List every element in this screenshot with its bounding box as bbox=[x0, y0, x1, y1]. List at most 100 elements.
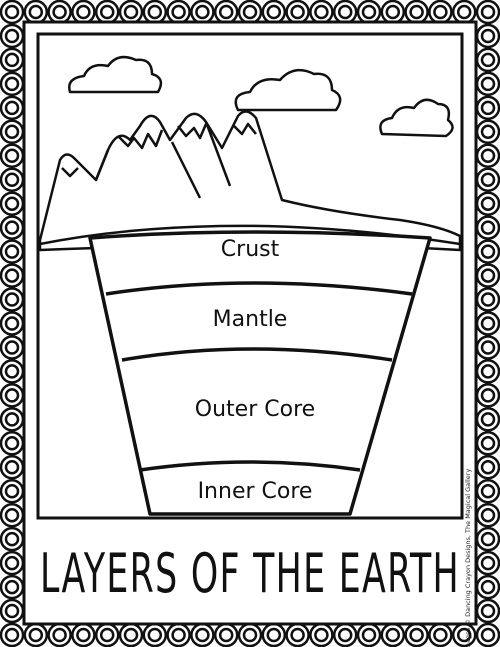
scallop-ring bbox=[4, 603, 20, 619]
scallop bbox=[332, 0, 358, 25]
scallop bbox=[404, 622, 429, 647]
scallop-ring bbox=[4, 124, 20, 140]
scallop-ring bbox=[4, 196, 20, 211]
scallop bbox=[0, 335, 25, 360]
scallop-ring bbox=[480, 603, 496, 619]
scallop-ring bbox=[52, 4, 67, 20]
scallop-ring bbox=[290, 627, 305, 643]
scallop bbox=[237, 0, 263, 25]
scallop bbox=[332, 622, 358, 647]
scallop-ring bbox=[385, 627, 401, 643]
scallop bbox=[475, 431, 500, 456]
scallop-ring bbox=[99, 627, 115, 643]
scallop-ring bbox=[456, 627, 472, 643]
scallop bbox=[428, 622, 453, 647]
scallop-ring bbox=[4, 76, 20, 92]
scallop bbox=[0, 287, 25, 312]
scallop-ring bbox=[480, 268, 496, 283]
scallop bbox=[475, 550, 500, 576]
scallop-ring bbox=[4, 268, 20, 283]
boundary-mantle-outercore bbox=[121, 347, 393, 362]
scallop bbox=[23, 0, 49, 25]
layer-label-crust: Crust bbox=[221, 237, 280, 262]
scallop-ring bbox=[480, 220, 496, 235]
scallop-ring bbox=[123, 4, 139, 20]
scallop bbox=[475, 335, 500, 360]
scallop-ring bbox=[480, 412, 496, 427]
scallop-ring bbox=[409, 4, 424, 20]
scallop bbox=[451, 0, 477, 25]
scallop-ring bbox=[4, 460, 20, 475]
scallop bbox=[0, 550, 25, 576]
scallop-ring bbox=[433, 4, 448, 20]
scallop-ring bbox=[480, 52, 496, 68]
scallop bbox=[71, 0, 96, 25]
scallop-ring bbox=[480, 364, 496, 379]
scallop bbox=[0, 359, 25, 384]
scallop bbox=[0, 23, 25, 49]
scallop bbox=[213, 0, 239, 25]
scallop bbox=[475, 478, 500, 504]
scallop bbox=[475, 23, 500, 49]
scallop-ring bbox=[4, 436, 20, 451]
scallop-ring bbox=[433, 627, 448, 643]
boundary-outercore-innercore bbox=[139, 460, 361, 472]
scallop-ring bbox=[123, 627, 139, 643]
scallop-ring bbox=[4, 531, 20, 547]
scallop-ring bbox=[4, 100, 20, 116]
scallop bbox=[475, 263, 500, 288]
scallop bbox=[166, 0, 191, 25]
scallop bbox=[0, 311, 25, 336]
image-credit: Images © Dancing Crayon Designs, The Mag… bbox=[464, 469, 472, 647]
scallop-ring bbox=[480, 388, 496, 403]
scallop bbox=[0, 167, 25, 192]
scallop-ring bbox=[52, 627, 67, 643]
scallop bbox=[71, 622, 96, 647]
scallop bbox=[0, 431, 25, 456]
scallop bbox=[0, 478, 25, 504]
scallop-ring bbox=[361, 4, 377, 20]
scallop bbox=[261, 622, 287, 647]
scallop-ring bbox=[480, 4, 496, 20]
scallop bbox=[285, 0, 310, 25]
scallop-ring bbox=[28, 627, 44, 643]
scallop bbox=[309, 0, 334, 25]
scallop-ring bbox=[337, 4, 353, 20]
scallop bbox=[0, 622, 25, 647]
scallop-ring bbox=[266, 4, 282, 20]
scallop bbox=[309, 622, 334, 647]
scallop bbox=[475, 383, 500, 408]
scallop bbox=[475, 239, 500, 264]
scallop bbox=[0, 143, 25, 169]
scallop-ring bbox=[480, 483, 496, 499]
scallop bbox=[475, 119, 500, 145]
layer-label-mantle: Mantle bbox=[213, 307, 288, 332]
scallop-ring bbox=[4, 412, 20, 427]
scallop bbox=[47, 0, 72, 25]
scallop-ring bbox=[171, 627, 186, 643]
scallop-ring bbox=[314, 627, 329, 643]
scallop-ring bbox=[480, 28, 496, 44]
scallop bbox=[0, 598, 25, 624]
scallop bbox=[0, 263, 25, 288]
scallop-ring bbox=[480, 76, 496, 92]
boundary-crust-mantle bbox=[105, 281, 413, 296]
scallop-ring bbox=[409, 627, 424, 643]
scallop-ring bbox=[76, 627, 91, 643]
scallop-ring bbox=[314, 4, 329, 20]
scallop-ring bbox=[195, 4, 210, 20]
scallop-ring bbox=[99, 4, 115, 20]
scallop bbox=[475, 359, 500, 384]
scallop-ring bbox=[361, 627, 377, 643]
scallop-ring bbox=[4, 316, 20, 331]
scallop bbox=[0, 0, 25, 25]
scallop-ring bbox=[480, 555, 496, 571]
scallop-ring bbox=[480, 579, 496, 595]
scallop-ring bbox=[147, 627, 163, 643]
scallop bbox=[94, 0, 120, 25]
scallop-ring bbox=[4, 4, 20, 20]
scallop bbox=[47, 622, 72, 647]
scallop bbox=[475, 526, 500, 552]
